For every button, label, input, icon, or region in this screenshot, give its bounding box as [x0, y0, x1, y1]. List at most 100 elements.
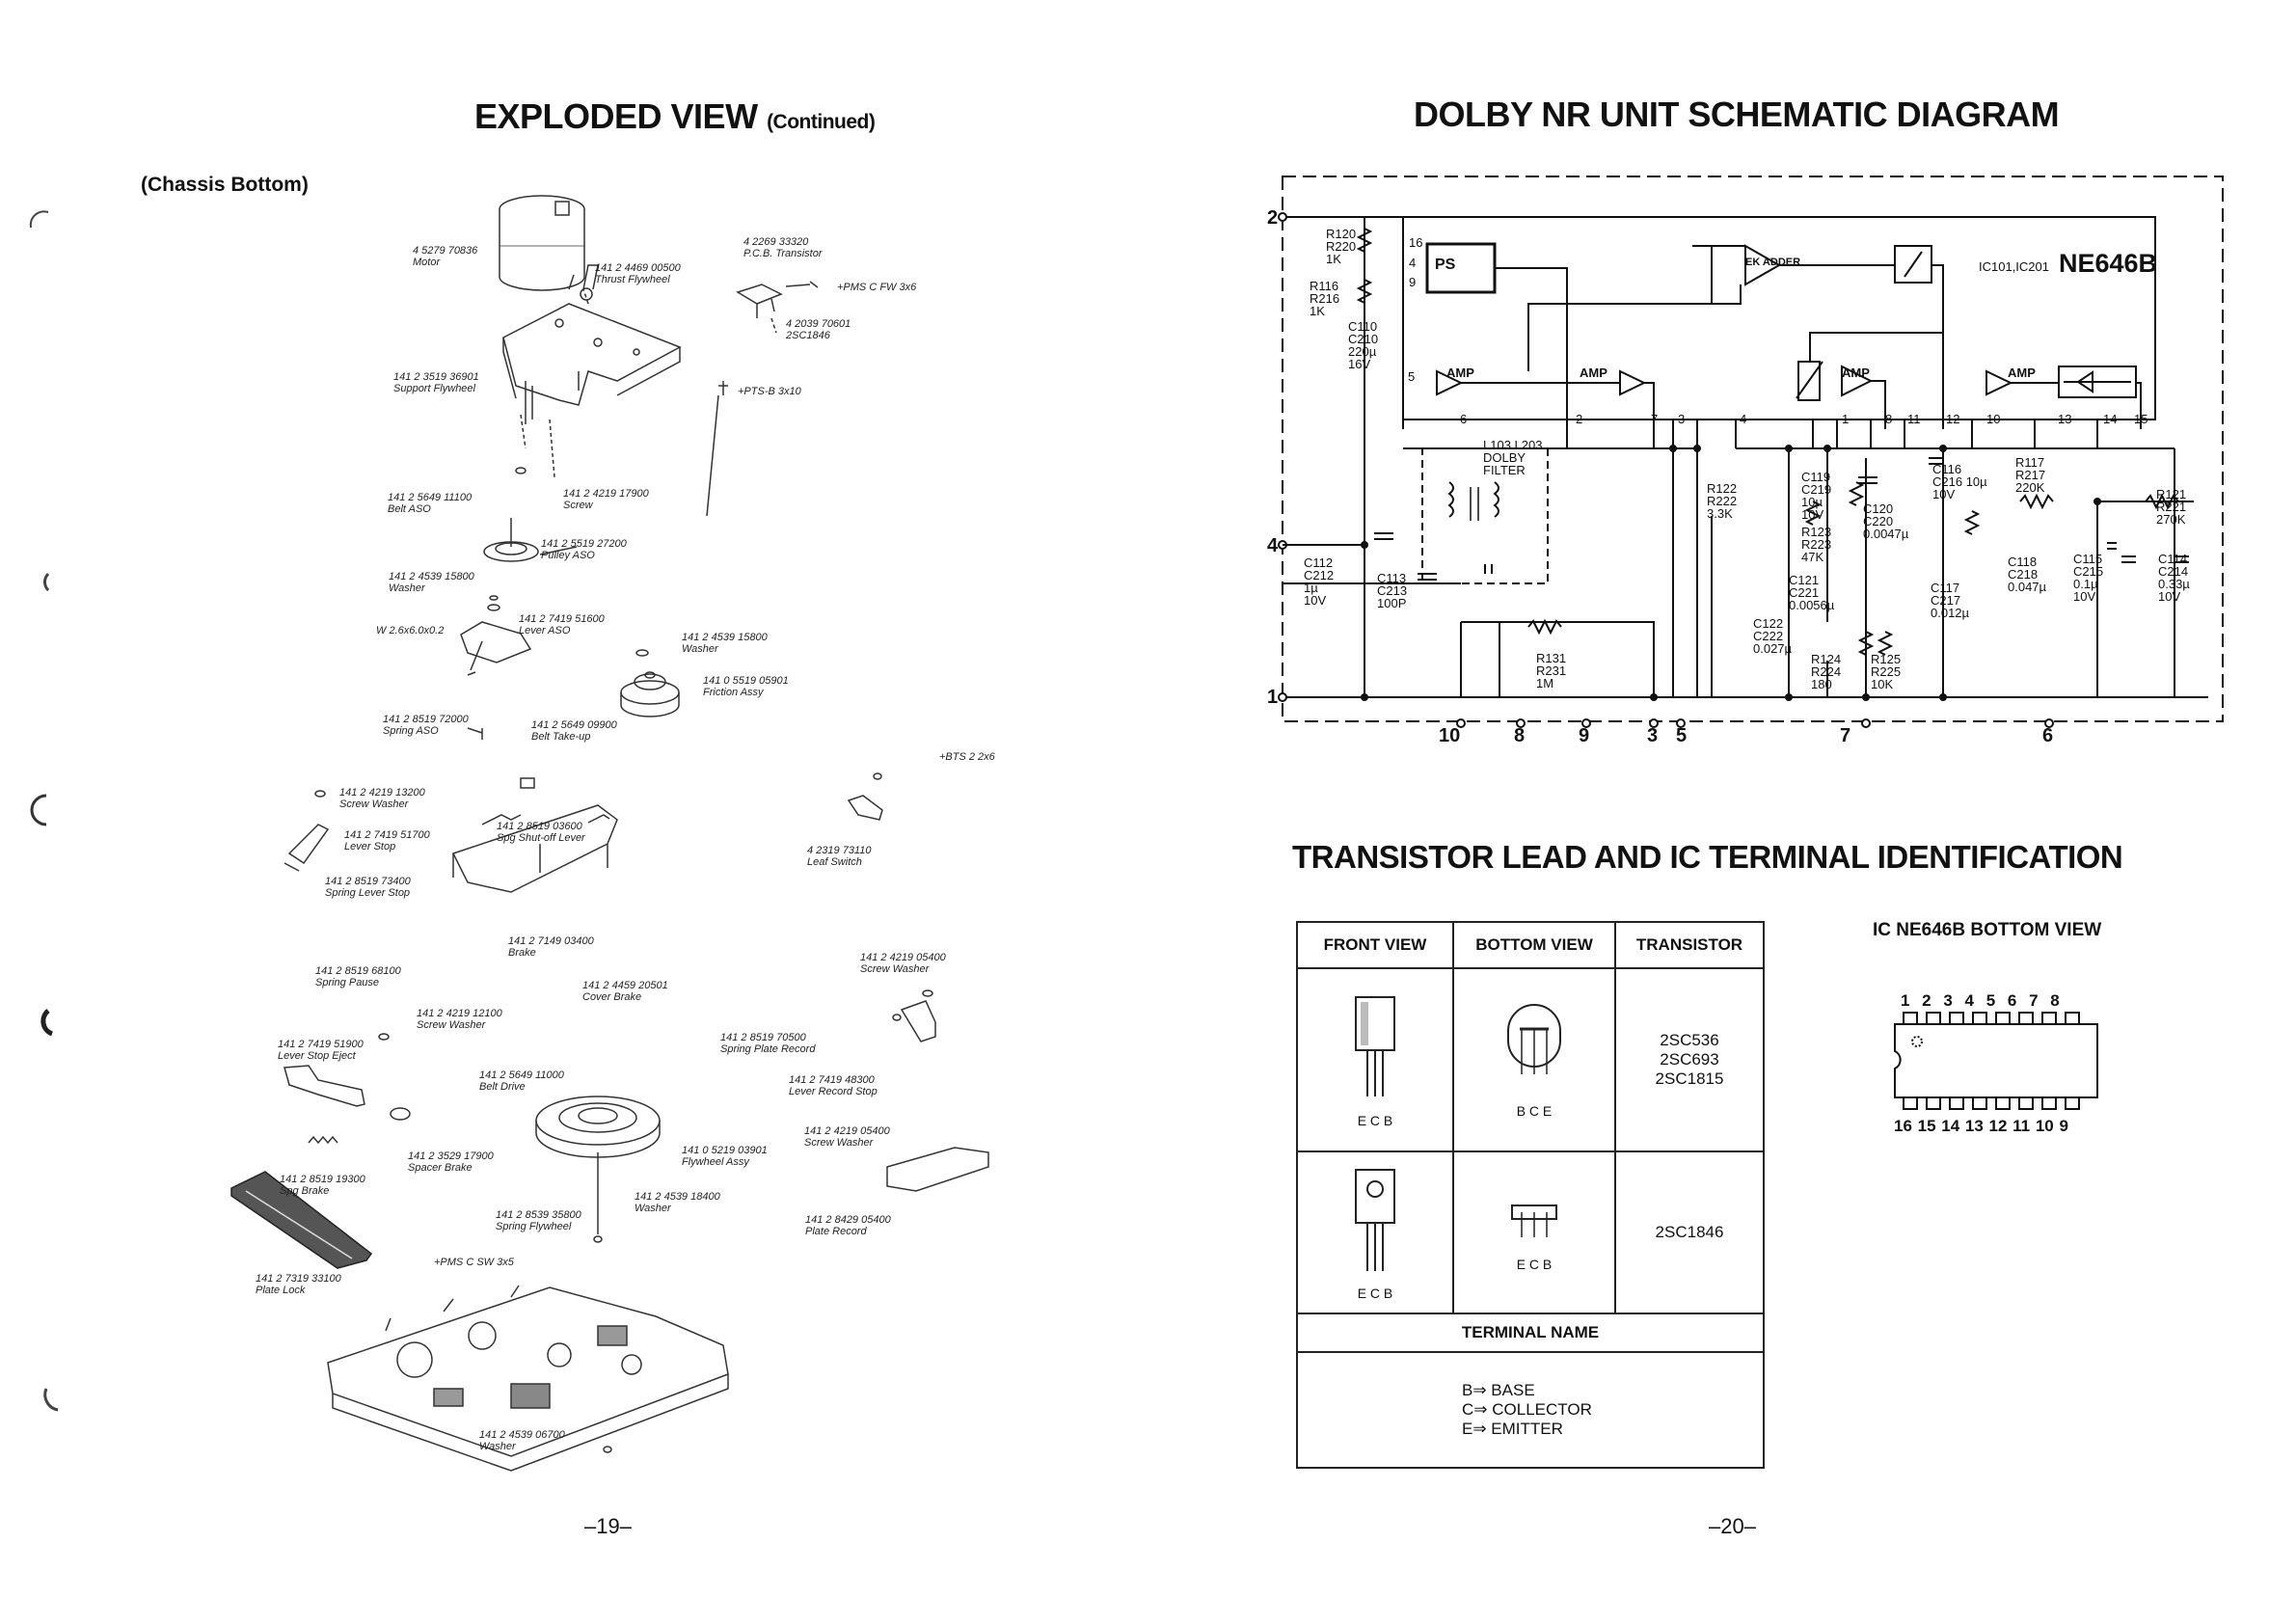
- comp-c116: C116 C216 10µ 10V: [1932, 462, 1987, 501]
- bottom-view-to126: E C B: [1452, 1150, 1616, 1314]
- part-name: Washer: [682, 643, 718, 655]
- part-num: 141 2 5519 27200: [541, 538, 627, 550]
- ic-pin-13: 13: [2058, 412, 2072, 426]
- schematic-title: DOLBY NR UNIT SCHEMATIC DIAGRAM: [1414, 95, 2060, 134]
- part-label-pms-c-fw: +PMS C FW 3x6: [837, 282, 916, 293]
- identification-title: TRANSISTOR LEAD AND IC TERMINAL IDENTIFI…: [1292, 839, 2123, 875]
- part-name: Support Flywheel: [393, 383, 475, 394]
- comp-c110: C110 C210 220µ 16V: [1348, 319, 1379, 371]
- part-num: 141 2 5649 11100: [388, 492, 473, 503]
- friction-assy-part: [620, 649, 680, 717]
- part-num: 4 2319 73110: [807, 845, 872, 856]
- transistor-2sc693: 2SC693: [1660, 1050, 1719, 1069]
- part-num: 141 2 4539 06700: [479, 1429, 565, 1441]
- motor-part: [499, 195, 585, 291]
- part-name: Screw Washer: [860, 963, 930, 975]
- comp-r120: R120 R220 1K: [1326, 227, 1357, 266]
- part-num: 141 2 4219 12100: [417, 1008, 502, 1019]
- part-num: +BTS 2 2x6: [939, 751, 995, 763]
- comp-c113: C113 C213 100P: [1377, 571, 1408, 610]
- title-main: EXPLODED VIEW: [474, 96, 758, 136]
- part-name: Motor: [413, 257, 441, 268]
- lever-aso-part: [460, 595, 532, 676]
- comp-r116: R116 R216 1K: [1310, 279, 1340, 318]
- part-name: Washer: [635, 1203, 671, 1214]
- comp-c120: C120 C220 0.0047µ: [1863, 501, 1909, 541]
- edge-pin-7: 7: [1840, 725, 1851, 746]
- comp-r124: R124 R224 180: [1811, 652, 1842, 691]
- edge-pin-4: 4: [1267, 535, 1279, 556]
- dolby-filter-label: L103 L203 DOLBY FILTER: [1483, 438, 1543, 477]
- part-num: 4 5279 70836: [413, 245, 478, 257]
- part-name: Flywheel Assy: [682, 1156, 749, 1168]
- lever-stop-eject-part: [284, 1033, 411, 1121]
- part-num: 141 2 8519 03600: [497, 821, 582, 832]
- comp-r122: R122 R222 3.3K: [1707, 481, 1738, 521]
- part-num: 141 2 7419 51900: [278, 1039, 364, 1050]
- edge-pin-1: 1: [1267, 687, 1279, 708]
- part-name: Leaf Switch: [807, 856, 862, 868]
- leaf-switch-part: [847, 772, 883, 821]
- part-name: P.C.B. Transistor: [743, 248, 823, 259]
- part-num: +PMS C FW 3x6: [837, 282, 917, 293]
- comp-r131: R131 R231 1M: [1536, 651, 1567, 690]
- pcb-transistor-part: [736, 281, 819, 318]
- part-name: Spg Brake: [280, 1185, 330, 1197]
- edge-pin-8: 8: [1514, 725, 1526, 746]
- header-transistor: TRANSISTOR: [1614, 921, 1765, 969]
- comp-c121: C121 C221 0.0056µ: [1789, 573, 1835, 612]
- to92-bottom-icon: [1507, 1003, 1561, 1074]
- comp-r125: R125 R225 10K: [1871, 652, 1902, 691]
- part-name: Brake: [508, 947, 536, 959]
- plate-lock-part: [230, 1171, 373, 1269]
- part-name: Spring Pause: [315, 977, 380, 988]
- part-name: Cover Brake: [582, 991, 642, 1003]
- part-name: Lever Record Stop: [789, 1086, 878, 1097]
- transistor-list-2: 2SC1846: [1614, 1150, 1765, 1314]
- part-name: Spring Flywheel: [496, 1221, 572, 1232]
- edge-pin-5: 5: [1676, 725, 1688, 746]
- chassis-part: [327, 1285, 729, 1472]
- part-name: Belt Take-up: [531, 731, 591, 743]
- transistor-2sc536: 2SC536: [1660, 1031, 1719, 1049]
- part-name: Screw Washer: [417, 1019, 486, 1031]
- part-name: 2SC1846: [786, 330, 830, 341]
- terminal-emitter: E⇒ EMITTER: [1462, 1420, 1563, 1438]
- part-label-bts: +BTS 2 2x6: [939, 751, 995, 763]
- terminal-collector: C⇒ COLLECTOR: [1462, 1400, 1592, 1419]
- comp-r117: R117 R217 220K: [2015, 455, 2046, 495]
- bottom-leads-2: E C B: [1516, 1256, 1553, 1272]
- ic-pin-14: 14: [2103, 412, 2118, 426]
- part-num: W 2.6x6.0x0.2: [376, 625, 445, 636]
- comp-c115: C115 C215 0.1µ 10V: [2073, 552, 2104, 604]
- part-name: Lever Stop: [344, 841, 396, 853]
- front-view-to126: E C B: [1296, 1150, 1454, 1314]
- ps-block-label: PS: [1435, 257, 1456, 273]
- part-num: 141 2 4219 17900: [563, 488, 649, 500]
- amp-label-3: AMP: [1842, 365, 1870, 380]
- part-num: 141 2 4539 15800: [682, 632, 768, 643]
- part-name: Friction Assy: [703, 687, 764, 698]
- ic-pin-15: 15: [2134, 412, 2148, 426]
- ic-pin-12: 12: [1946, 412, 1960, 426]
- part-num: 141 2 4219 13200: [339, 787, 425, 798]
- part-num: +PTS-B 3x10: [738, 386, 801, 397]
- ic-pin-5: 5: [1408, 369, 1416, 384]
- ic-package-drawing: [1894, 1012, 2098, 1110]
- part-name: Screw Washer: [804, 1137, 874, 1149]
